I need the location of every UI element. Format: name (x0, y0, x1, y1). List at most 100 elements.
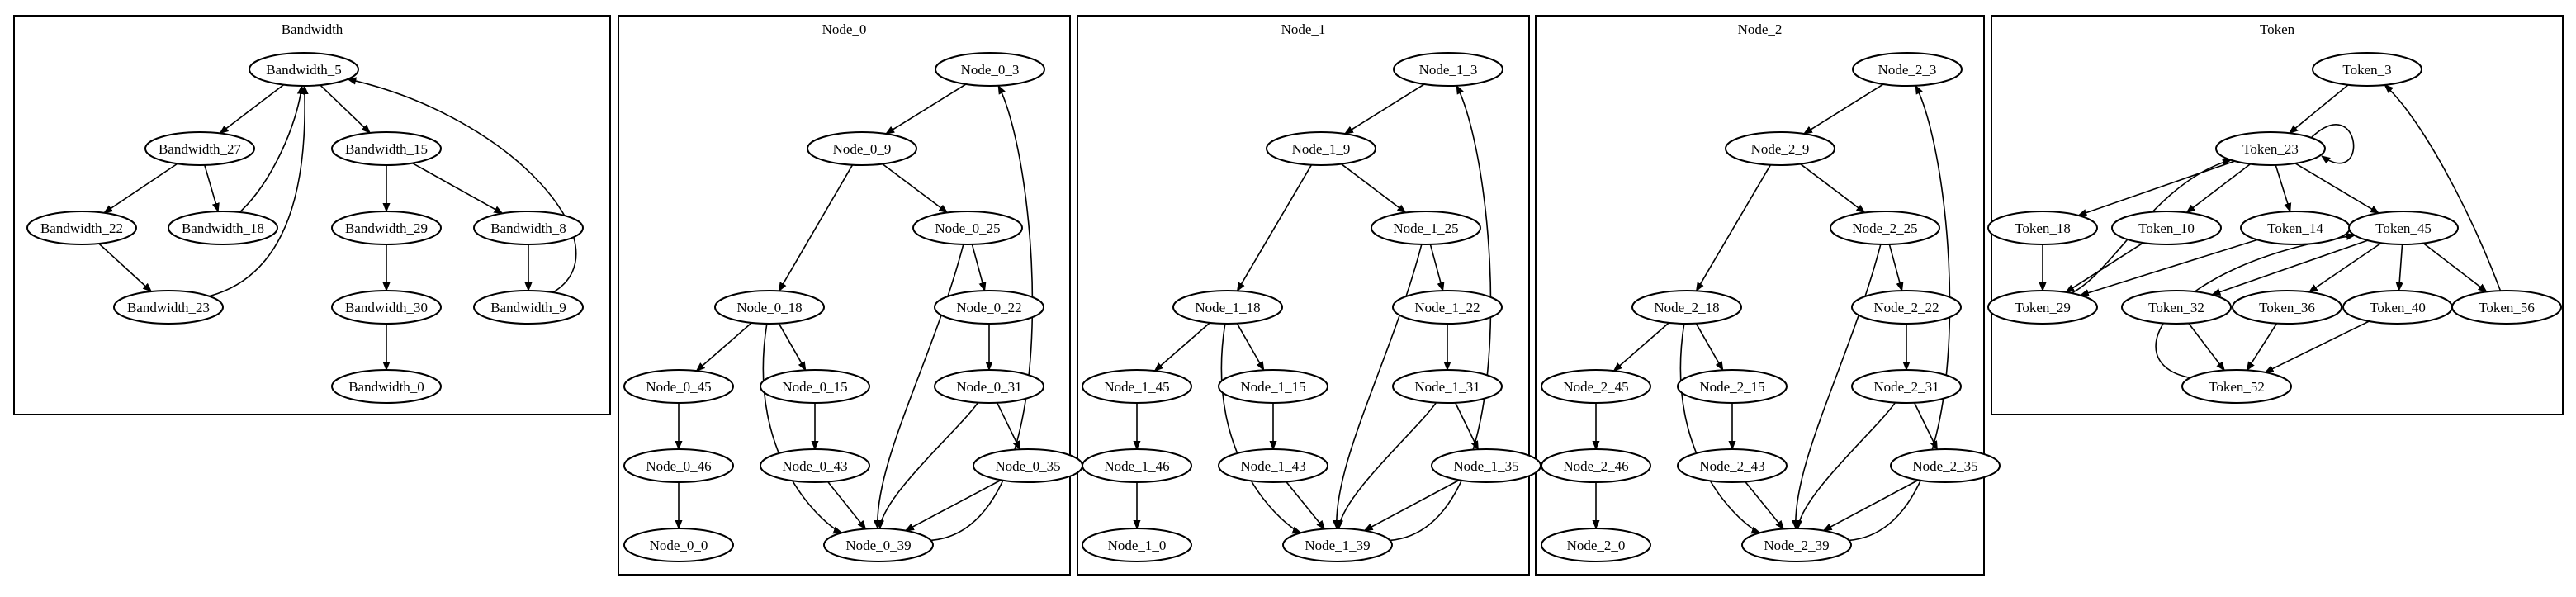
node-ellipse (144, 131, 255, 166)
cluster-title: Token (2260, 21, 2295, 37)
edge-node-0-18-to-node-0-45 (697, 322, 752, 371)
edge-token-40-to-token-52 (2266, 320, 2370, 373)
node-ellipse (2451, 290, 2562, 325)
edge-node-0-18-to-node-0-15 (778, 323, 807, 371)
node-ellipse (1172, 290, 1283, 325)
node-node-2-35: Node_2_35 (1890, 448, 2001, 483)
node-label: Node_0_39 (845, 538, 911, 553)
node-label: Token_3 (2342, 62, 2391, 78)
node-ellipse (2312, 52, 2422, 87)
node-ellipse (1852, 52, 1963, 87)
node-label: Node_2_15 (1699, 379, 1764, 395)
cluster-bandwidth: Bandwidth (13, 15, 611, 415)
node-node-1-9: Node_1_9 (1266, 131, 1376, 166)
node-label: Node_1_0 (1108, 538, 1167, 553)
edge-node-1-18-to-node-1-39 (1220, 323, 1300, 533)
edge-token-32-to-token-52 (2188, 323, 2224, 370)
node-label: Node_0_45 (646, 379, 711, 395)
node-label: Node_2_25 (1852, 220, 1917, 236)
node-ellipse (2215, 131, 2326, 166)
edge-token-45-to-token-32 (2212, 239, 2369, 295)
edge-token-45-to-token-36 (2309, 242, 2382, 291)
node-label: Token_29 (2015, 300, 2071, 315)
edge-node-1-35-to-node-1-39 (1365, 479, 1460, 532)
node-ellipse (1541, 448, 1651, 483)
cluster-node-0: Node_0 (618, 15, 1071, 576)
node-bandwidth-0: Bandwidth_0 (331, 369, 442, 404)
node-label: Node_2_9 (1751, 141, 1810, 157)
edge-node-1-25-to-node-1-39 (1337, 244, 1423, 528)
edge-token-23-to-token-14 (2275, 164, 2290, 211)
node-token-3: Token_3 (2312, 52, 2422, 87)
node-token-52: Token_52 (2181, 369, 2292, 404)
edge-bandwidth-15-to-bandwidth-8 (412, 162, 502, 215)
node-label: Bandwidth_30 (345, 300, 428, 315)
node-label: Node_0_35 (995, 458, 1060, 474)
node-bandwidth-5: Bandwidth_5 (249, 52, 359, 87)
node-label: Bandwidth_27 (159, 141, 242, 157)
node-node-0-9: Node_0_9 (807, 131, 917, 166)
node-ellipse (623, 369, 734, 404)
cluster-border (1535, 15, 1985, 576)
edge-token-14-to-token-29 (2081, 239, 2258, 295)
node-node-2-46: Node_2_46 (1541, 448, 1651, 483)
node-label: Node_1_18 (1195, 300, 1260, 315)
edge-node-2-9-to-node-2-18 (1695, 164, 1772, 291)
node-node-1-35: Node_1_35 (1431, 448, 1541, 483)
node-ellipse (823, 528, 934, 562)
node-label: Bandwidth_15 (345, 141, 428, 157)
node-label: Node_2_0 (1567, 538, 1626, 553)
node-label: Bandwidth_18 (182, 220, 264, 236)
node-token-36: Token_36 (2232, 290, 2342, 325)
node-node-2-3: Node_2_3 (1852, 52, 1963, 87)
cluster-title: Bandwidth (282, 21, 343, 37)
node-ellipse (2232, 290, 2342, 325)
edge-node-0-9-to-node-0-25 (882, 163, 948, 213)
node-node-2-45: Node_2_45 (1541, 369, 1651, 404)
node-ellipse (623, 448, 734, 483)
node-label: Node_2_3 (1878, 62, 1937, 78)
edge-node-1-9-to-node-1-18 (1236, 164, 1313, 291)
node-node-0-35: Node_0_35 (973, 448, 1083, 483)
node-label: Token_18 (2015, 220, 2071, 236)
edge-node-2-9-to-node-2-25 (1800, 163, 1865, 213)
node-ellipse (1082, 448, 1192, 483)
node-ellipse (1851, 290, 1962, 325)
node-ellipse (1631, 290, 1742, 325)
node-ellipse (912, 211, 1023, 245)
edge-bandwidth-9-to-bandwidth-5 (348, 79, 577, 293)
edge-bandwidth-27-to-bandwidth-22 (104, 163, 178, 213)
node-node-1-0: Node_1_0 (1082, 528, 1192, 562)
node-node-0-0: Node_0_0 (623, 528, 734, 562)
cluster-border (13, 15, 611, 415)
edge-node-2-39-to-node-2-3 (1849, 86, 1951, 542)
node-label: Bandwidth_5 (266, 62, 342, 78)
node-ellipse (473, 211, 584, 245)
edge-token-23-to-token-23 (2311, 124, 2355, 163)
cluster-border (1077, 15, 1530, 576)
node-ellipse (1987, 290, 2098, 325)
node-label: Token_40 (2370, 300, 2426, 315)
edge-node-2-31-to-node-2-35 (1913, 402, 1939, 449)
node-ellipse (473, 290, 584, 325)
cluster-token: Token (1991, 15, 2564, 415)
node-token-10: Token_10 (2111, 211, 2222, 245)
node-label: Node_1_25 (1393, 220, 1458, 236)
edge-node-0-35-to-node-0-39 (906, 479, 1002, 532)
edge-node-1-43-to-node-1-39 (1286, 481, 1324, 528)
node-label: Token_36 (2259, 300, 2315, 315)
edge-node-2-43-to-node-2-39 (1745, 481, 1783, 528)
node-node-0-18: Node_0_18 (714, 290, 825, 325)
node-ellipse (1830, 211, 1940, 245)
node-label: Node_2_35 (1912, 458, 1977, 474)
node-node-1-39: Node_1_39 (1282, 528, 1393, 562)
node-ellipse (1725, 131, 1835, 166)
node-label: Node_1_15 (1240, 379, 1305, 395)
node-ellipse (714, 290, 825, 325)
cluster-border (1991, 15, 2564, 415)
node-label: Node_0_31 (956, 379, 1021, 395)
node-label: Node_2_22 (1873, 300, 1939, 315)
node-node-2-39: Node_2_39 (1741, 528, 1852, 562)
node-node-2-15: Node_2_15 (1677, 369, 1788, 404)
node-label: Node_2_39 (1764, 538, 1829, 553)
